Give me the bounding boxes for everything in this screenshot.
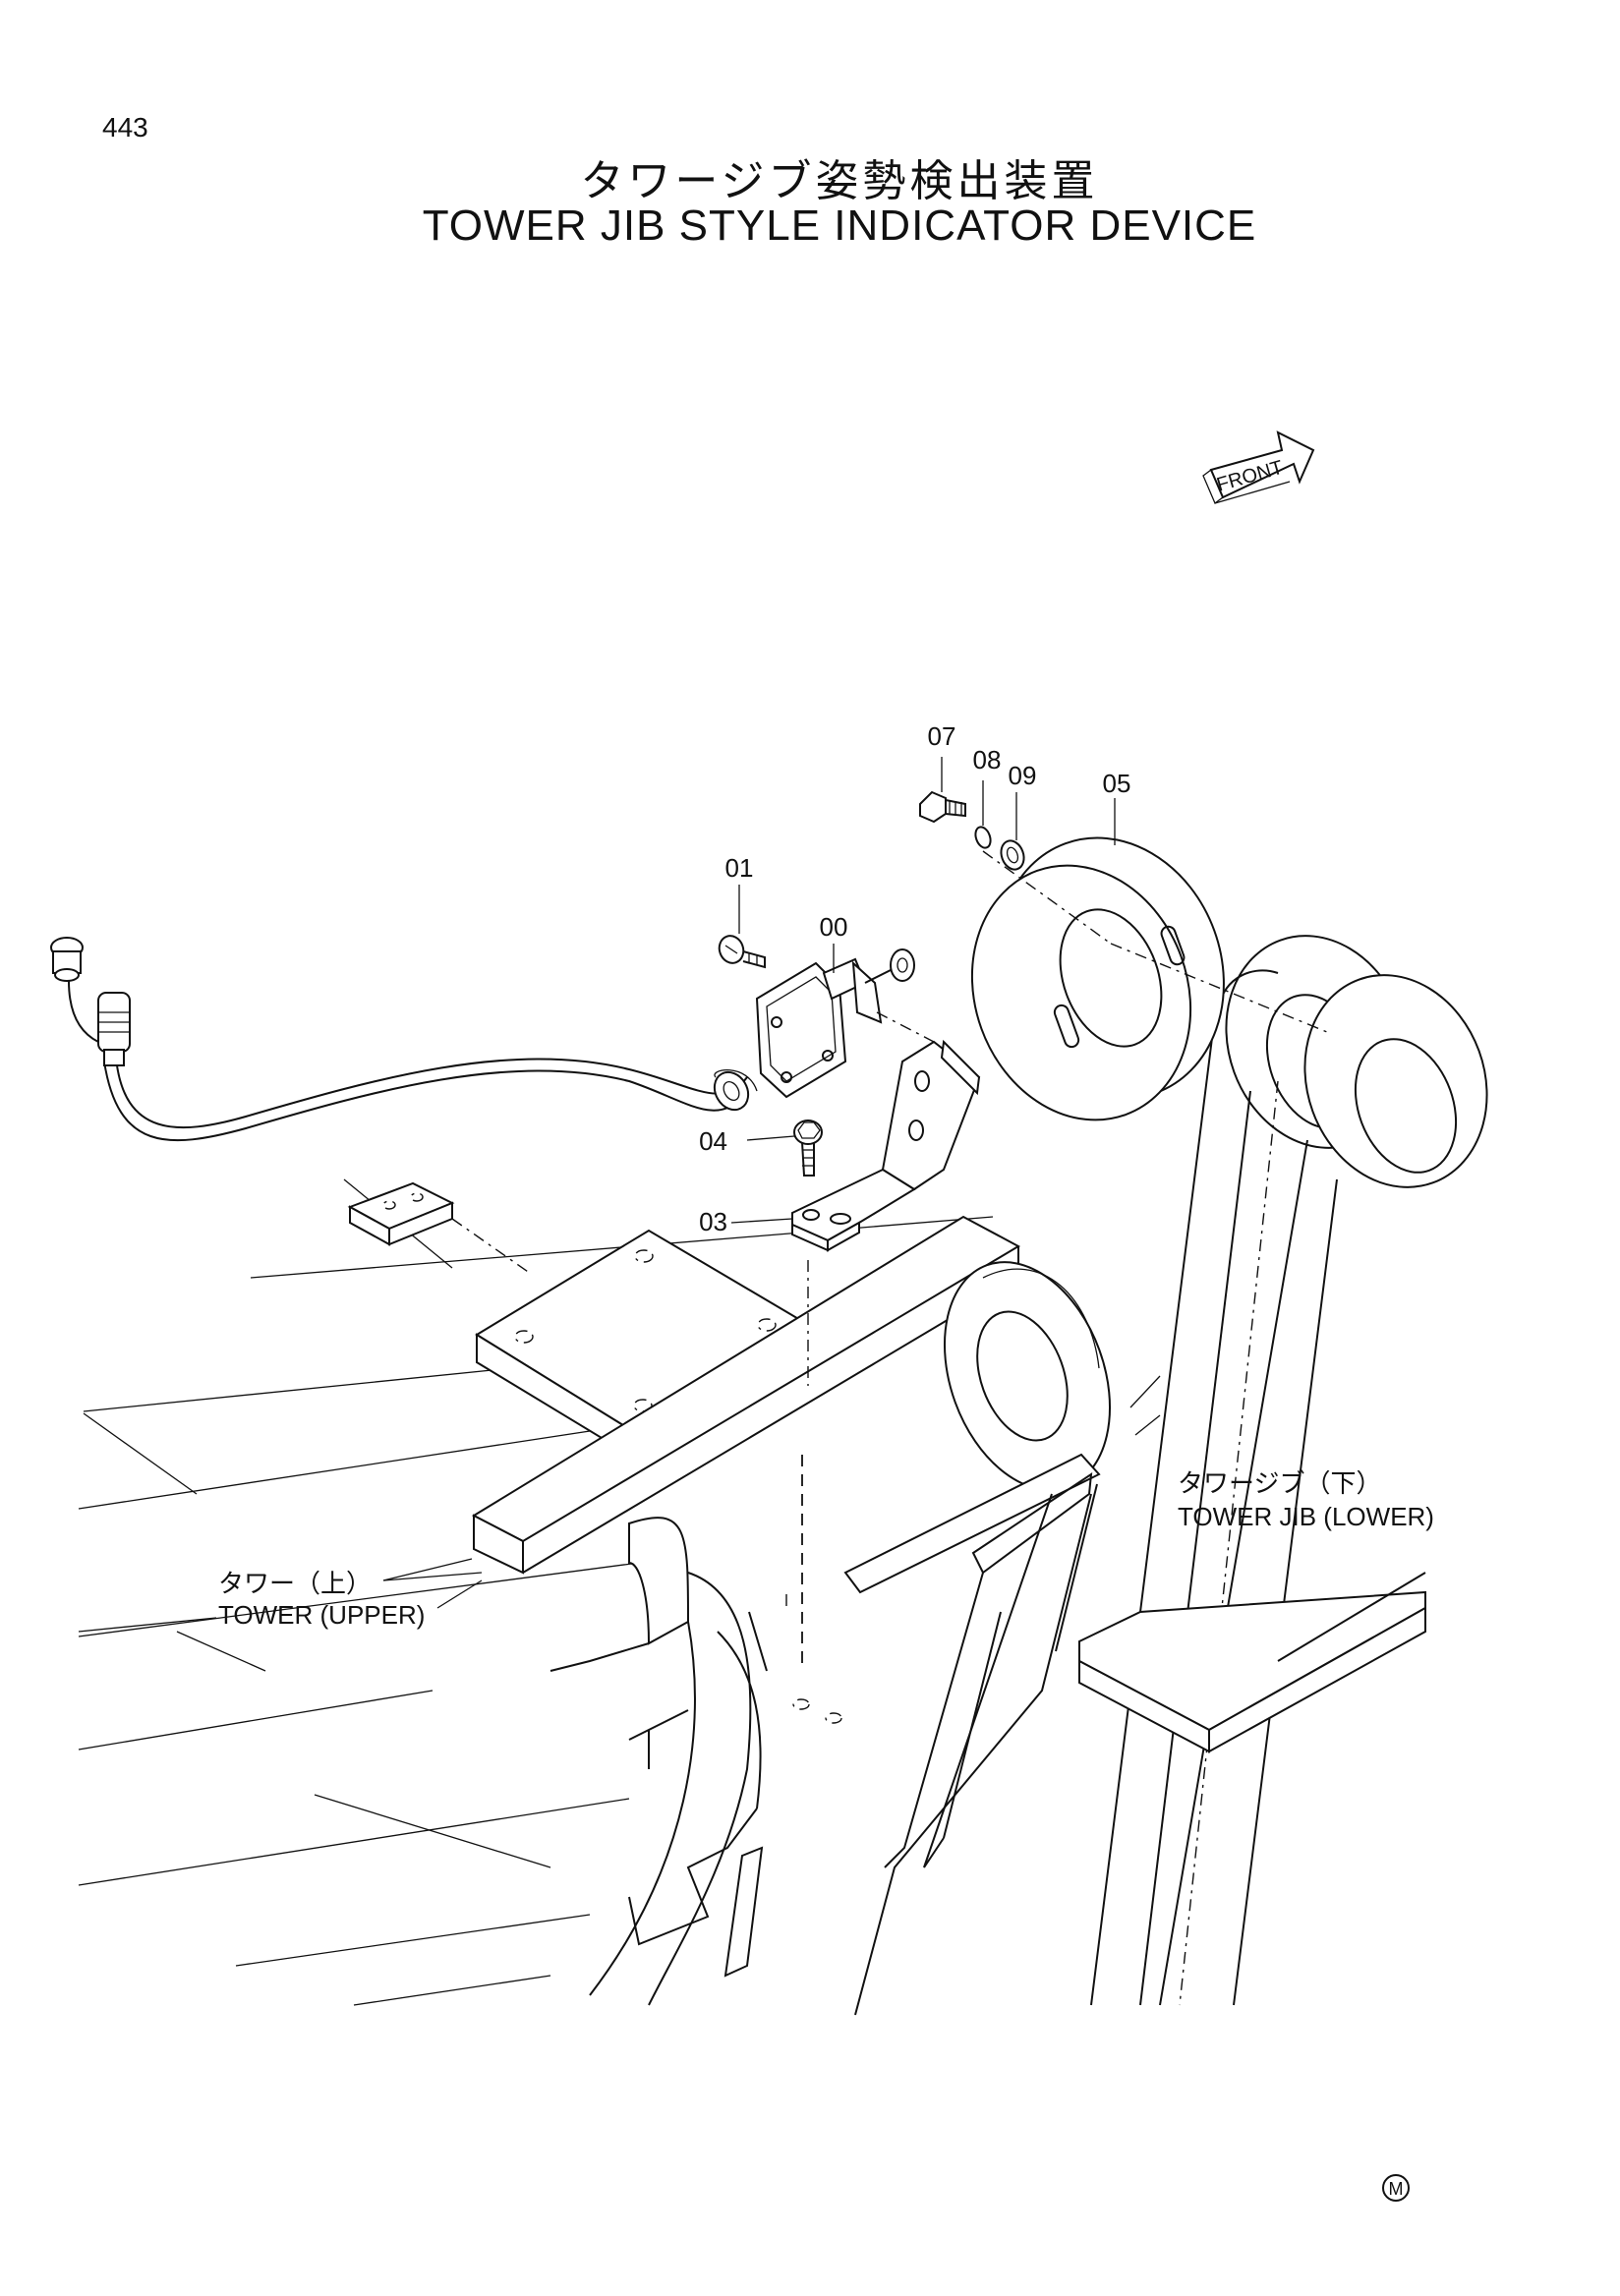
part-07-bolt [919,790,966,824]
manufacturer-mark: M [1382,2174,1410,2202]
page-title-japanese: タワージブ姿勢検出装置 [580,156,1099,206]
part-05-ring [970,836,1328,1121]
callout-04: 04 [699,1126,727,1156]
page-title-english: TOWER JIB STYLE INDICATOR DEVICE [422,201,1257,250]
front-arrow-icon: FRONT [1202,430,1315,505]
label-tower-upper-en: TOWER (UPPER) [218,1600,425,1630]
leader-lines [78,757,1161,1633]
callout-01: 01 [725,853,754,883]
callout-05: 05 [1103,769,1131,798]
callout-08: 08 [973,745,1002,775]
part-04-bolt [793,1119,823,1177]
connector-icon [50,937,99,1043]
part-09-flat-washer [1000,839,1025,871]
part-00-limit-switch [50,937,935,1142]
front-label: FRONT [1214,457,1285,496]
callout-07: 07 [928,721,956,751]
page-number: 443 [102,112,148,143]
mark-letter: M [1389,2179,1404,2199]
label-tower-jib-lower-jp: タワージブ（下） [1178,1468,1381,1498]
part-01-screw [718,935,766,969]
part-03-bracket [785,1039,981,1724]
callout-09: 09 [1009,761,1037,790]
spacer-block [347,1181,532,1275]
callout-03: 03 [699,1207,727,1236]
part-08-spring-washer [974,826,992,849]
tower-jib-lower-structure [1078,935,1488,2006]
label-tower-jib-lower-en: TOWER JIB (LOWER) [1178,1502,1434,1531]
callout-00: 00 [820,912,848,942]
tower-upper-structure [78,1178,1112,2016]
connector-icon [97,992,131,1066]
label-tower-upper-jp: タワー（上） [218,1569,372,1598]
